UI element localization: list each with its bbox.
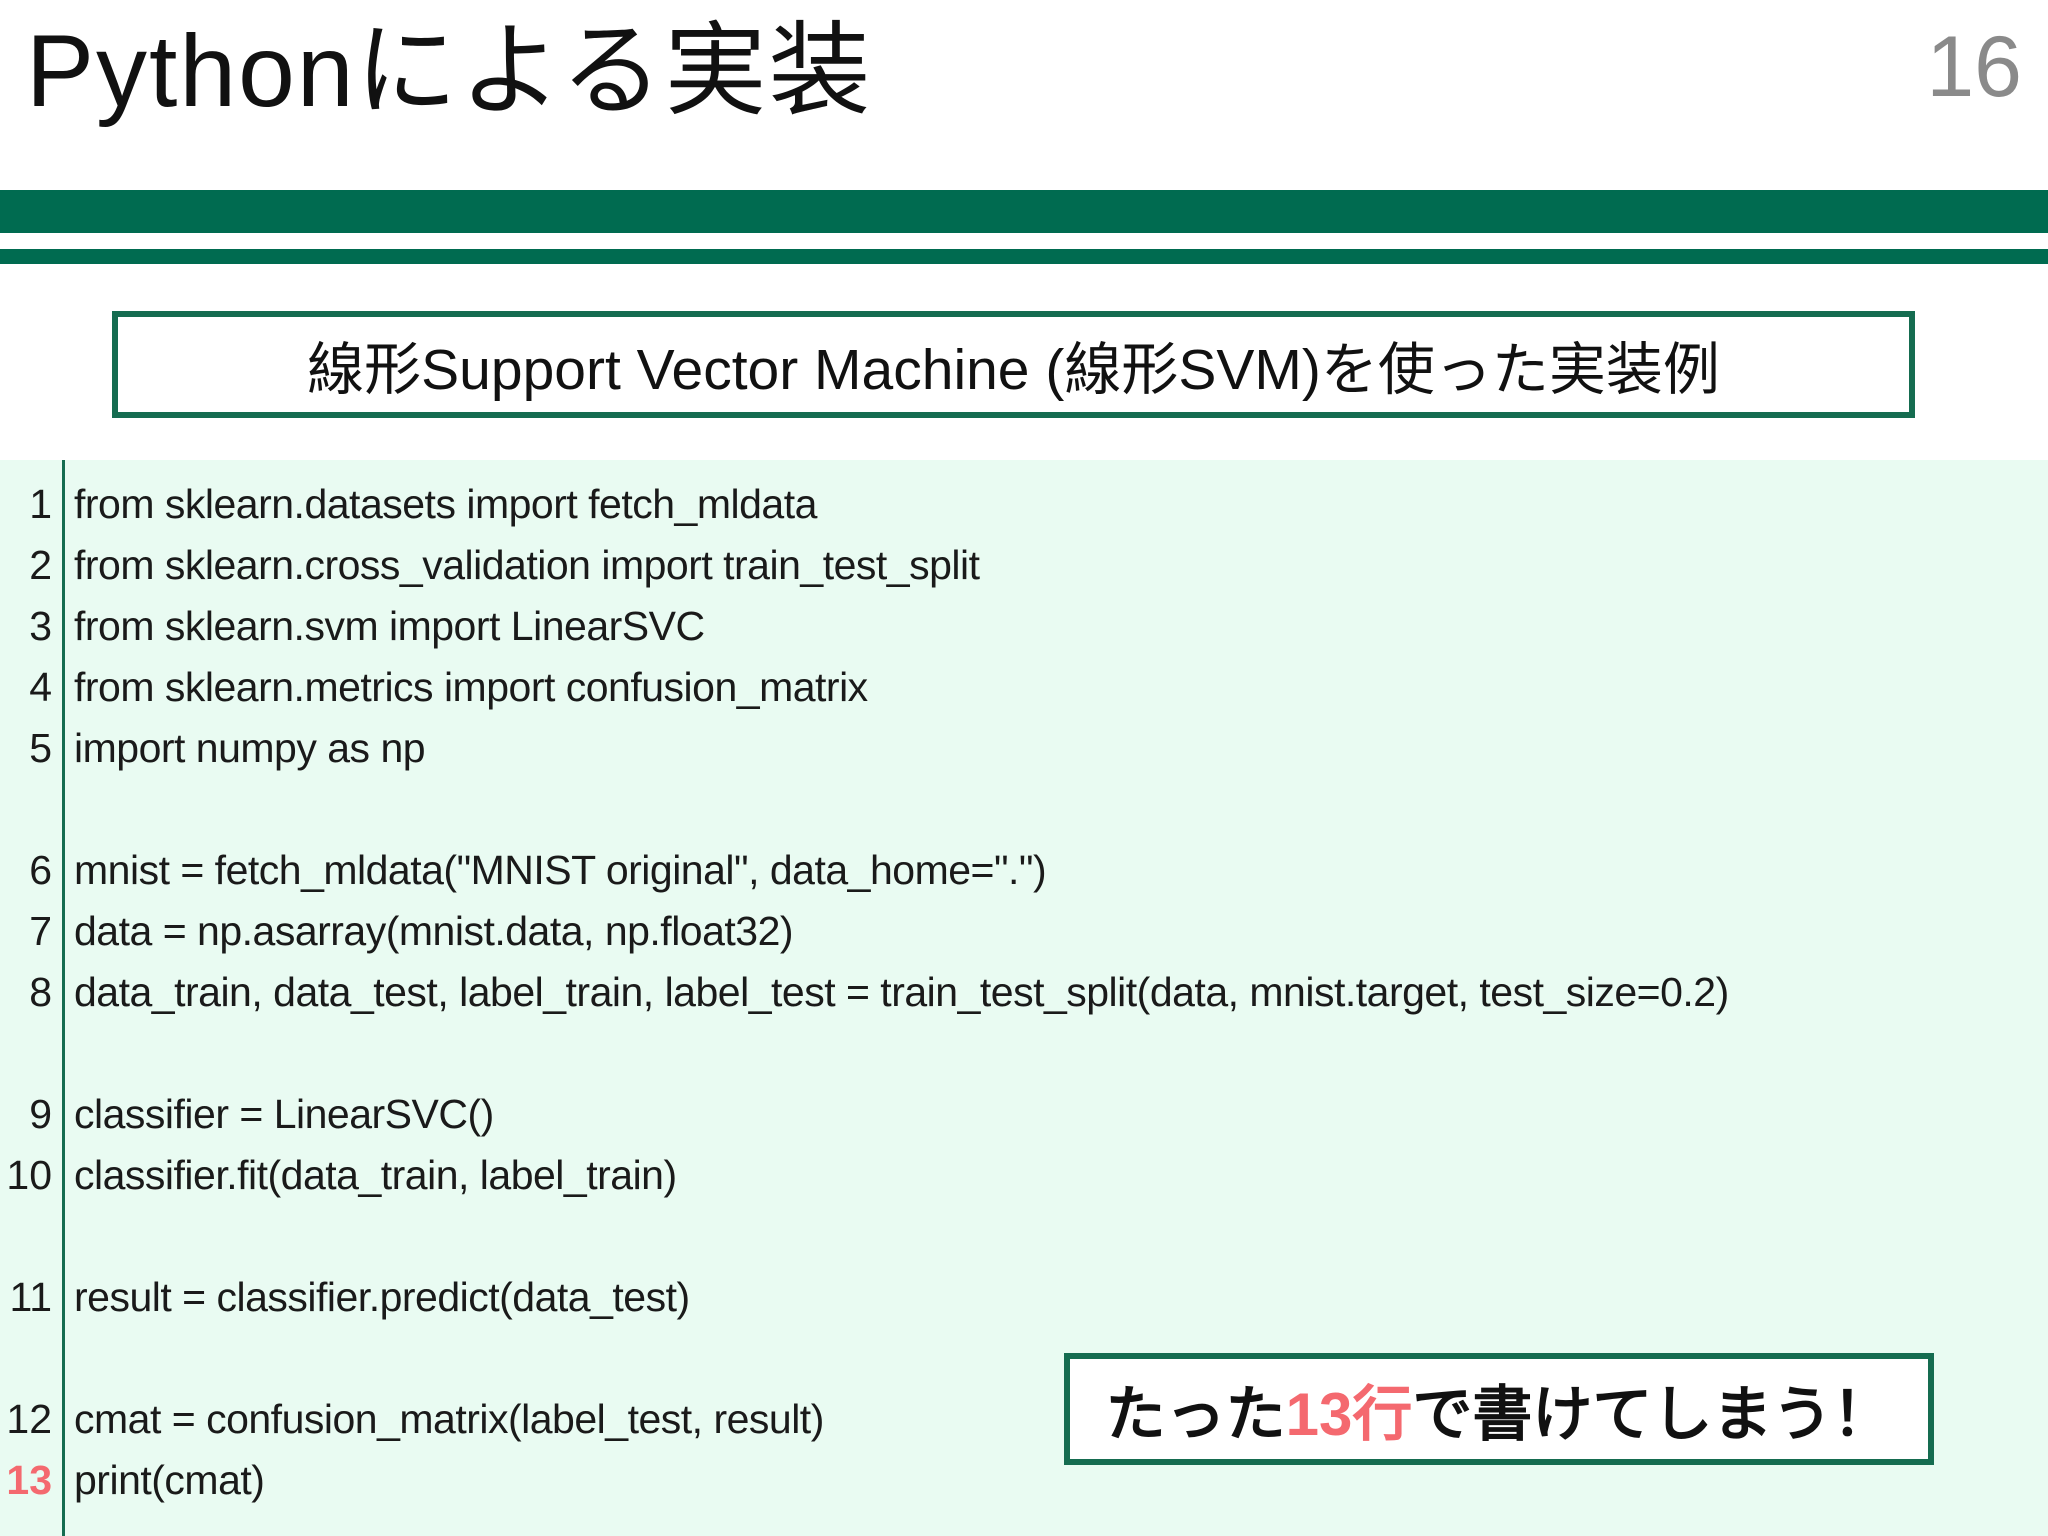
line-number: 8 — [29, 969, 52, 1015]
callout-suffix: で書けてしまう！ — [1412, 1380, 1893, 1448]
line-text: from sklearn.metrics import confusion_ma… — [74, 664, 868, 710]
line-text: print(cmat) — [74, 1457, 265, 1503]
code-line-blank — [0, 779, 2048, 840]
code-line: 7 data = np.asarray(mnist.data, np.float… — [0, 901, 2048, 962]
line-number: 3 — [29, 603, 52, 649]
line-text: mnist = fetch_mldata("MNIST original", d… — [74, 847, 1047, 893]
code-line: 4 from sklearn.metrics import confusion_… — [0, 657, 2048, 718]
line-text: classifier = LinearSVC() — [74, 1091, 494, 1137]
subtitle-box: 線形Support Vector Machine (線形SVM)を使った実装例 — [112, 311, 1915, 418]
code-line-blank — [0, 1206, 2048, 1267]
line-number: 9 — [29, 1091, 52, 1137]
line-number: 1 — [29, 481, 52, 527]
header-accent-bar-thin — [0, 249, 2048, 264]
line-text: data_train, data_test, label_train, labe… — [74, 969, 1729, 1015]
line-text: from sklearn.svm import LinearSVC — [74, 603, 705, 649]
page-title: Pythonによる実装 — [26, 14, 873, 128]
code-line-blank — [0, 1023, 2048, 1084]
code-line: 5 import numpy as np — [0, 718, 2048, 779]
line-text: cmat = confusion_matrix(label_test, resu… — [74, 1396, 824, 1442]
code-line: 1 from sklearn.datasets import fetch_mld… — [0, 474, 2048, 535]
page-number: 16 — [1926, 19, 2022, 115]
line-text: data = np.asarray(mnist.data, np.float32… — [74, 908, 794, 954]
header-accent-bar-thick — [0, 190, 2048, 233]
code-line: 6 mnist = fetch_mldata("MNIST original",… — [0, 840, 2048, 901]
line-number: 12 — [6, 1396, 52, 1442]
line-text: classifier.fit(data_train, label_train) — [74, 1152, 677, 1198]
line-text: import numpy as np — [74, 725, 426, 771]
gutter-separator-line — [62, 460, 65, 1536]
line-text: from sklearn.cross_validation import tra… — [74, 542, 980, 588]
code-block: 1 from sklearn.datasets import fetch_mld… — [0, 460, 2048, 1536]
code-line: 13 print(cmat) — [0, 1450, 2048, 1511]
callout-highlight: 13行 — [1285, 1380, 1413, 1448]
callout-prefix: たった — [1105, 1380, 1286, 1448]
code-line: 2 from sklearn.cross_validation import t… — [0, 535, 2048, 596]
code-line: 12 cmat = confusion_matrix(label_test, r… — [0, 1389, 2048, 1450]
line-number: 7 — [29, 908, 52, 954]
line-number: 6 — [29, 847, 52, 893]
code-line: 9 classifier = LinearSVC() — [0, 1084, 2048, 1145]
line-text: result = classifier.predict(data_test) — [74, 1274, 690, 1320]
code-line: 8 data_train, data_test, label_train, la… — [0, 962, 2048, 1023]
code-line: 3 from sklearn.svm import LinearSVC — [0, 596, 2048, 657]
code-line: 10 classifier.fit(data_train, label_trai… — [0, 1145, 2048, 1206]
line-number: 11 — [9, 1274, 52, 1320]
line-number-highlighted: 13 — [6, 1457, 52, 1503]
line-number: 4 — [29, 664, 52, 710]
line-number: 10 — [6, 1152, 52, 1198]
line-number: 2 — [29, 542, 52, 588]
subtitle-text: 線形Support Vector Machine (線形SVM)を使った実装例 — [307, 337, 1720, 402]
line-number: 5 — [29, 725, 52, 771]
code-line: 11 result = classifier.predict(data_test… — [0, 1267, 2048, 1328]
line-text: from sklearn.datasets import fetch_mldat… — [74, 481, 817, 527]
